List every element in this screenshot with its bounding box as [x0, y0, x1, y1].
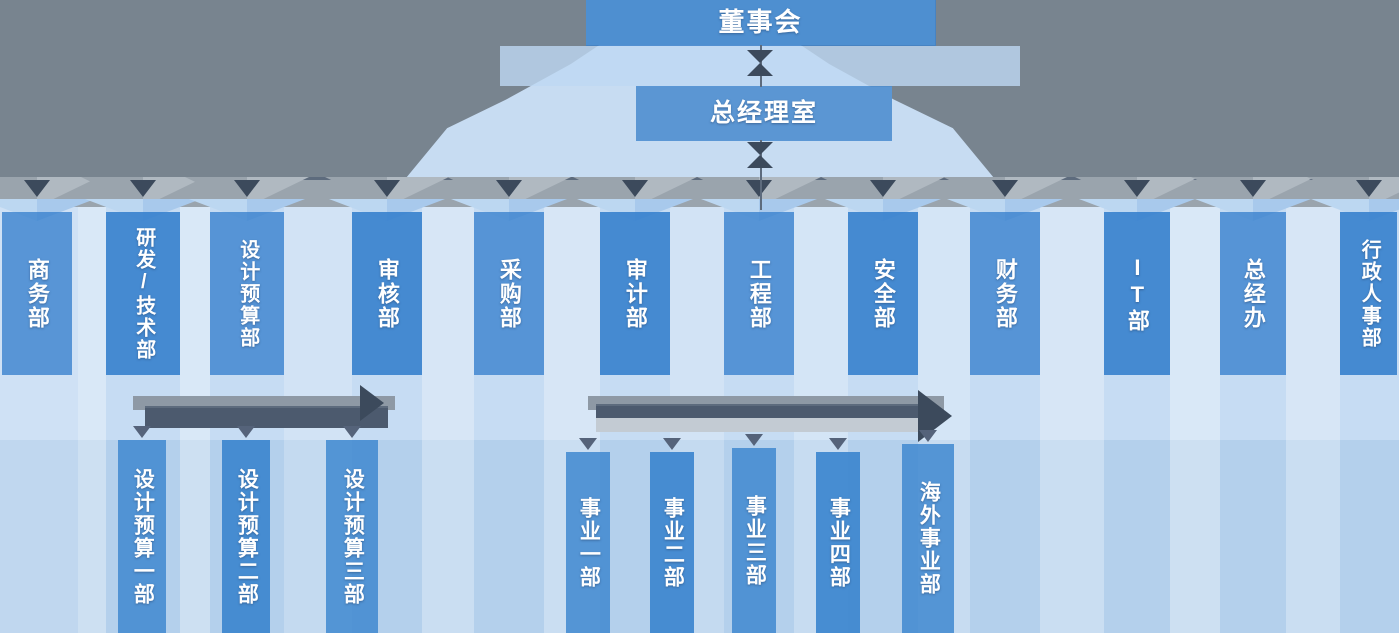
node-label: 设计预算三部: [341, 467, 365, 606]
ribbon-tail-10: [1170, 206, 1220, 633]
node-label: 审计部: [622, 257, 648, 330]
arrow-to-node-business-unit-0: [579, 438, 597, 450]
node-business-unit-1[interactable]: 事业二部: [650, 452, 694, 633]
node-department-6[interactable]: 工程部: [724, 212, 794, 375]
ribbon-tail-11: [1286, 206, 1340, 633]
arrow-to-department-1: [130, 180, 156, 197]
node-label: 设计预算二部: [235, 467, 259, 606]
node-label: 董事会: [718, 7, 803, 38]
subbar-business-lite: [596, 418, 926, 432]
arrow-design-branch: [360, 385, 384, 421]
node-department-0[interactable]: 商务部: [2, 212, 72, 375]
ribbon-tail-1: [78, 206, 106, 633]
node-department-1[interactable]: 研发/技术部: [106, 212, 180, 375]
node-business-unit-0[interactable]: 事业一部: [566, 452, 610, 633]
node-label: 研发/技术部: [132, 226, 155, 361]
node-label: 事业四部: [827, 496, 851, 589]
node-department-9[interactable]: IT部: [1104, 212, 1170, 375]
node-label: IT部: [1124, 254, 1150, 333]
arrow-to-department-3: [374, 180, 400, 197]
node-label: 设计预算一部: [131, 467, 155, 606]
node-label: 财务部: [992, 257, 1018, 330]
node-label: 事业二部: [661, 496, 685, 589]
node-label: 工程部: [746, 257, 772, 330]
node-label: 设计预算部: [236, 238, 259, 349]
arrow-to-department-7: [870, 180, 896, 197]
node-business-unit-4[interactable]: 海外事业部: [902, 444, 954, 633]
arrow-to-node-business-unit-2: [745, 434, 763, 446]
node-department-2[interactable]: 设计预算部: [210, 212, 284, 375]
arrow-to-department-5: [622, 180, 648, 197]
node-design-subunit-0[interactable]: 设计预算一部: [118, 440, 166, 633]
subbar-design-rule: [145, 406, 388, 408]
arrow-to-department-4: [496, 180, 522, 197]
connector-gm-to-departments: [760, 140, 762, 210]
node-label: 总经办: [1240, 257, 1266, 330]
node-department-7[interactable]: 安全部: [848, 212, 918, 375]
arrow-to-department-2: [234, 180, 260, 197]
subbar-business-rule: [596, 404, 936, 406]
node-business-unit-3[interactable]: 事业四部: [816, 452, 860, 633]
arrow-to-department-9: [1124, 180, 1150, 197]
arrow-to-department-0: [24, 180, 50, 197]
arrow-to-node-design-subunit-1: [237, 426, 255, 438]
diamond-marker-2: [747, 142, 773, 168]
node-department-3[interactable]: 审核部: [352, 212, 422, 375]
node-department-4[interactable]: 采购部: [474, 212, 544, 375]
arrow-to-node-design-subunit-2: [343, 426, 361, 438]
node-design-subunit-2[interactable]: 设计预算三部: [326, 440, 378, 633]
arrow-to-department-10: [1240, 180, 1266, 197]
arrow-to-node-business-unit-3: [829, 438, 847, 450]
node-label: 总经理室: [709, 99, 818, 127]
ribbon-tail-9: [1040, 206, 1104, 633]
node-business-unit-2[interactable]: 事业三部: [732, 448, 776, 633]
arrow-to-node-business-unit-4: [919, 430, 937, 442]
arrow-to-department-8: [992, 180, 1018, 197]
arrow-to-department-11: [1355, 180, 1382, 197]
node-label: 安全部: [870, 257, 896, 330]
node-label: 海外事业部: [917, 481, 941, 596]
node-department-5[interactable]: 审计部: [600, 212, 670, 375]
arrow-to-node-design-subunit-0: [133, 426, 151, 438]
node-label: 采购部: [496, 257, 522, 330]
arrow-to-department-6: [746, 180, 772, 197]
subbar-design-dark: [145, 406, 388, 428]
node-general-manager-office[interactable]: 总经理室: [636, 87, 892, 140]
arrow-to-node-business-unit-1: [663, 438, 681, 450]
node-department-8[interactable]: 财务部: [970, 212, 1040, 375]
ribbon-tail-4: [422, 206, 474, 633]
node-label: 事业三部: [743, 494, 767, 587]
diamond-marker-1: [747, 50, 773, 76]
node-department-10[interactable]: 总经办: [1220, 212, 1286, 375]
node-label: 事业一部: [577, 496, 601, 589]
node-department-11[interactable]: 行政人事部: [1340, 212, 1397, 375]
node-label: 商务部: [24, 257, 50, 330]
node-board-of-directors[interactable]: 董事会: [586, 0, 935, 45]
node-label: 行政人事部: [1358, 238, 1381, 349]
node-design-subunit-1[interactable]: 设计预算二部: [222, 440, 270, 633]
node-label: 审核部: [374, 257, 400, 330]
